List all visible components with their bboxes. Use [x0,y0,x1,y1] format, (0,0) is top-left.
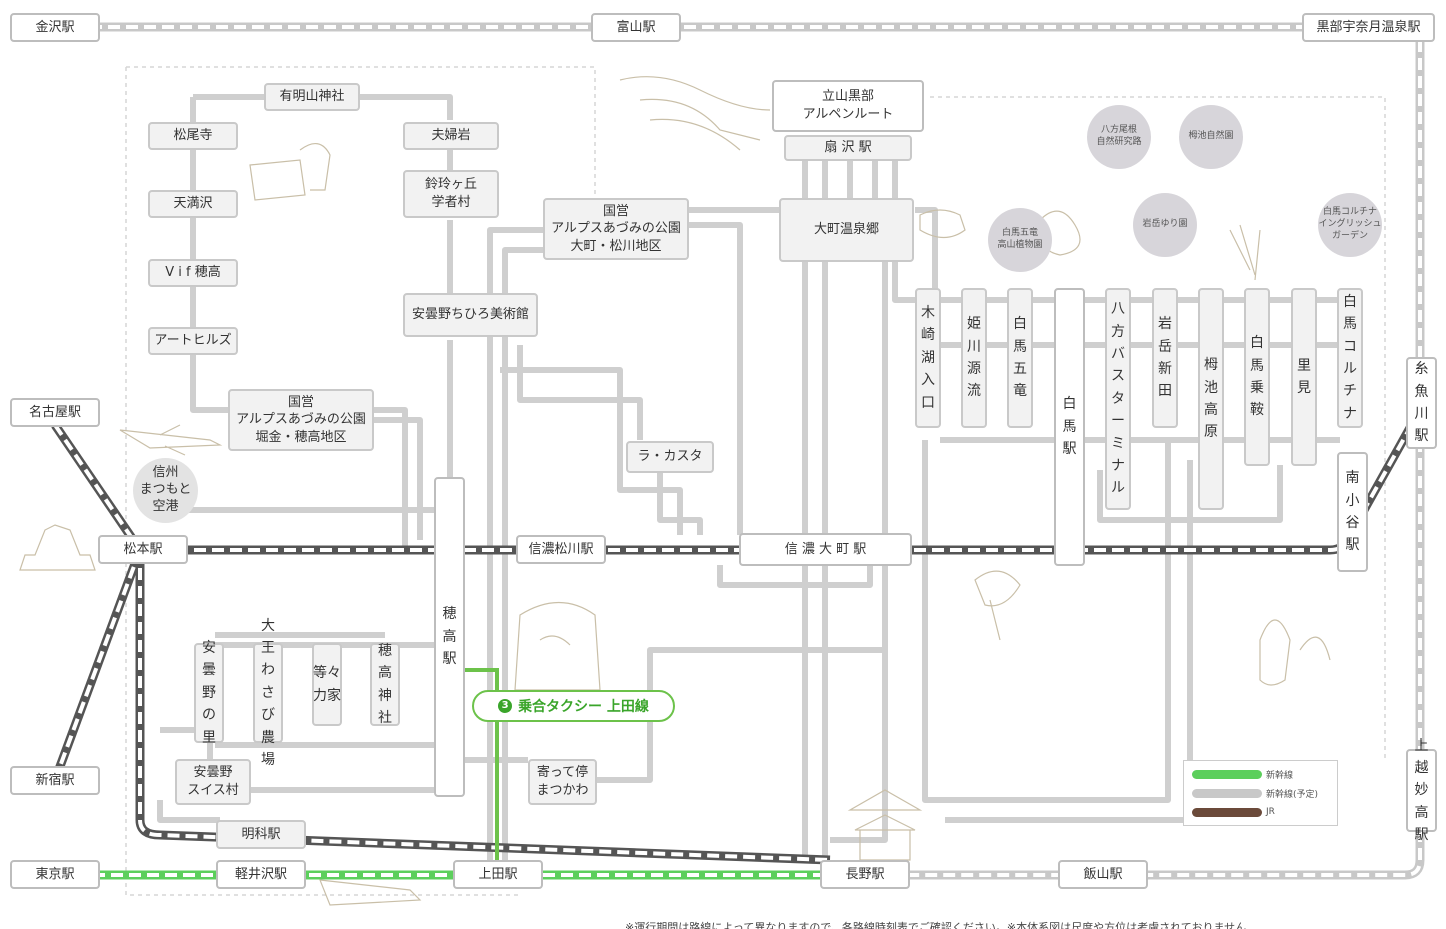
route-ariake-top [193,94,453,120]
station-joetsu-myoko[interactable]: 上越妙高駅 [1406,738,1437,843]
route-hakuba-nagano-1 [922,440,1171,803]
flower-illustration [1038,210,1261,281]
route-hakuba-down [1097,465,1283,523]
stop-azumino-swiss-mura[interactable]: 安曇野 スイス村 [175,759,251,805]
station-iiyama[interactable]: 飯山駅 [1058,860,1148,889]
route-airport [162,488,437,513]
stop-hakuba-norikura[interactable]: 白馬乗鞍 [1244,288,1270,466]
stop-suzuran-gakushamura[interactable]: 鈴玲ヶ丘 学者村 [403,170,499,218]
train-illustration [319,879,422,906]
station-karuizawa[interactable]: 軽井沢駅 [216,860,306,889]
soba-illustration [249,143,331,201]
station-toyama[interactable]: 富山駅 [591,13,681,42]
stop-omachi-onsenkyo[interactable]: 大町温泉郷 [779,198,914,262]
stop-tateyama-kurobe-alpine-route[interactable]: 立山黒部 アルペンルート [772,80,924,132]
stop-meotoiwa[interactable]: 夫婦岩 [403,122,499,150]
station-tokyo[interactable]: 東京駅 [10,860,100,889]
station-akashina[interactable]: 明科駅 [216,820,306,849]
taxi-line-number: 3 [498,699,513,713]
station-kanazawa[interactable]: 金沢駅 [10,13,100,42]
stop-vif-hotaka[interactable]: V i f 穂高 [148,259,238,287]
legend-shinkansen-planned: 新幹線(予定) [1192,787,1319,800]
onsen-illustration [919,209,966,239]
route-matsukawa-2 [502,247,543,860]
route-lacasta-2 [500,367,683,535]
station-shinjuku[interactable]: 新宿駅 [10,766,100,795]
stop-iwatake-shinden[interactable]: 岩岳新田 [1152,288,1178,428]
route-omachi-down [717,565,873,588]
spot-iwatake-lily-garden[interactable]: 岩岳ゆり園 [1133,193,1197,257]
airplane-illustration [119,424,223,456]
station-ogizawa[interactable]: 扇 沢 駅 [784,135,912,161]
station-minami-otari[interactable]: 南小谷駅 [1337,452,1368,572]
stop-kizakiko-iriguchi[interactable]: 木崎湖入口 [915,288,941,428]
station-ueda[interactable]: 上田駅 [453,860,543,889]
legend-jr-swatch [1192,807,1262,817]
station-matsumoto[interactable]: 松本駅 [98,535,188,564]
legend-planned-label: 新幹線(予定) [1266,789,1319,800]
stop-happo-bus-terminal[interactable]: 八方バスターミナル [1105,288,1131,510]
flower2-illustration [974,570,1021,641]
route-alps-hotaka-2 [373,417,423,540]
stop-ariake-jinja[interactable]: 有明山神社 [264,83,360,111]
stop-matsuoji[interactable]: 松尾寺 [148,122,238,150]
route-onsen-nagano [830,260,888,843]
stop-hakuba-cortina[interactable]: 白馬コルチナ [1337,288,1363,428]
spot-tsugaike-nature-garden[interactable]: 栂池自然園 [1179,105,1243,169]
azumino-area-boundary [125,66,596,896]
spot-happo-nature-trail[interactable]: 八方尾根 自然研究路 [1087,105,1151,169]
stop-todoroki-ke[interactable]: 等々力家 [312,643,342,726]
station-hotaka[interactable]: 穂高駅 [434,477,465,797]
skunk-cabbage-illustration [1259,619,1331,686]
mountain-illustration [619,76,771,151]
decorative-illustrations [19,76,1331,906]
stop-art-hills[interactable]: アートヒルズ [148,327,238,355]
stop-hotaka-jinja[interactable]: 穂高神社 [370,643,400,726]
stop-alps-park-hotaka[interactable]: 国営 アルプスあづみの公園 堀金・穂高地区 [228,389,374,451]
taxi-ueda-route [465,668,499,860]
route-akashina [157,800,220,823]
legend-jr-label: JR [1266,807,1275,817]
stop-la-casta[interactable]: ラ・カスタ [626,441,714,473]
station-hakuba[interactable]: 白馬駅 [1054,288,1085,566]
legend-shinkansen: 新幹線 [1192,768,1294,781]
stop-chihiro-museum[interactable]: 安曇野ちひろ美術館 [403,293,538,337]
spot-goryu-alpine-garden[interactable]: 白馬五竜 高山植物園 [988,208,1052,272]
stop-satomi[interactable]: 里見 [1291,288,1317,466]
dosojin-illustration [514,601,601,691]
taxi-line-name: 乗合タクシー 上田線 [518,699,649,715]
station-kurobe-unazuki-onsen[interactable]: 黒部宇奈月温泉駅 [1302,13,1435,42]
station-nagoya[interactable]: 名古屋駅 [10,398,100,427]
stop-tsugaike-kogen[interactable]: 栂池高原 [1198,288,1224,510]
route-alps-hotaka-1 [373,407,408,550]
legend-shinkansen-swatch [1192,769,1262,779]
hakuba-area-boundary [930,96,1386,760]
taxi-ueda-line-label[interactable]: 3 乗合タクシー 上田線 [472,690,675,722]
route-matsukawa-1 [487,227,543,860]
stop-shinshu-matsumoto-airport[interactable]: 信州 まつもと 空港 [133,458,198,523]
legend-jr: JR [1192,806,1275,818]
station-itoigawa[interactable]: 糸魚川駅 [1406,357,1437,449]
route-onsen-hakuba [915,207,938,300]
route-hakuba-corridor-1 [892,260,1340,303]
stop-yotte-matsukawa[interactable]: 寄って停 まつかわ [528,759,597,805]
stop-daio-wasabi[interactable]: 大王わさび農場 [253,618,283,768]
stop-alps-park-omachi[interactable]: 国営 アルプスあづみの公園 大町・松川地区 [543,198,689,260]
castle-illustration [19,524,96,571]
stop-hakuba-goryu[interactable]: 白馬五竜 [1007,288,1033,428]
legend-planned-swatch [1192,788,1262,798]
stop-tengusawa[interactable]: 天満沢 [148,190,238,218]
station-shinano-omachi[interactable]: 信 濃 大 町 駅 [739,533,912,566]
station-shinano-matsukawa[interactable]: 信濃松川駅 [516,535,606,564]
footnote: ※運行期間は路線によって異なりますので、各路線時刻表でご確認ください。※本体系図… [625,921,1247,929]
route-lacasta-3 [657,472,703,535]
legend-shinkansen-label: 新幹線 [1266,770,1294,781]
stop-azumino-no-sato[interactable]: 安曇野の里 [194,640,224,746]
stop-himekawa-genryu[interactable]: 姫川源流 [961,288,987,428]
legend: 新幹線 新幹線(予定) JR [1183,760,1338,826]
spot-cortina-english-garden[interactable]: 白馬コルチナ イングリッシュ ガーデン [1318,193,1382,257]
station-nagano[interactable]: 長野駅 [820,860,910,889]
route-omachi-2 [688,222,743,535]
